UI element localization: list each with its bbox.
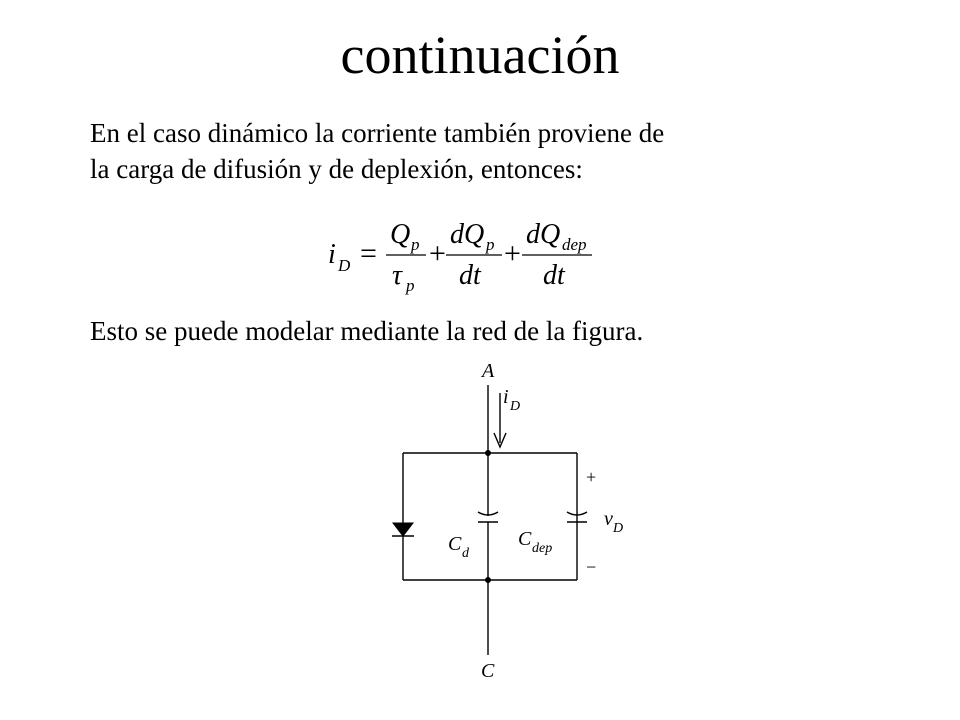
node-a-label: A xyxy=(480,360,495,382)
eq-t1-num-var: Q xyxy=(390,219,410,250)
paragraph-line-1: En el caso dinámico la corriente también… xyxy=(90,118,665,148)
slide-title: continuación xyxy=(340,25,620,85)
eq-plus-1: + xyxy=(429,237,446,270)
cap-cdep-label-var: C xyxy=(518,528,532,550)
eq-equals: = xyxy=(360,237,377,270)
intro-paragraph: En el caso dinámico la corriente también… xyxy=(90,115,850,187)
eq-t2-num-sub: p xyxy=(485,235,495,254)
eq-t3-den: dt xyxy=(543,260,566,291)
equivalent-circuit: A C i D C d C dep v D + − xyxy=(391,360,623,682)
top-node-dot xyxy=(485,450,491,456)
eq-lhs-var: i xyxy=(328,239,336,270)
capacitor-cdep-icon xyxy=(566,511,588,523)
current-label-sub: D xyxy=(509,399,520,414)
paragraph-line-2: la carga de difusión y de deplexión, ent… xyxy=(90,154,583,184)
model-paragraph: Esto se puede modelar mediante la red de… xyxy=(90,316,644,346)
current-label-var: i xyxy=(503,386,509,408)
plus-sign-label: + xyxy=(586,467,596,487)
bottom-node-dot xyxy=(485,577,491,583)
eq-t3-num-sub: dep xyxy=(562,235,587,254)
cap-cdep-label-sub: dep xyxy=(532,541,552,556)
eq-t2-den: dt xyxy=(459,260,482,291)
current-equation: i D = Q p τ p + dQ p dt + dQ dep dt xyxy=(328,219,592,295)
current-arrow-head xyxy=(493,432,507,449)
voltage-label-var: v xyxy=(604,508,613,530)
voltage-label-sub: D xyxy=(612,521,623,536)
cap-cd-label-var: C xyxy=(448,533,462,555)
diode-icon xyxy=(391,522,415,537)
eq-lhs-sub: D xyxy=(337,256,351,275)
capacitor-cd-icon xyxy=(477,511,499,523)
eq-t3-num-var: dQ xyxy=(526,219,560,250)
eq-plus-2: + xyxy=(504,237,521,270)
eq-t1-num-sub: p xyxy=(410,235,420,254)
eq-t2-num-var: dQ xyxy=(450,219,484,250)
cap-cd-label-sub: d xyxy=(462,546,470,561)
minus-sign-label: − xyxy=(586,557,596,577)
eq-t1-den-sub: p xyxy=(405,276,415,295)
node-c-label: C xyxy=(481,660,495,682)
eq-t1-den-var: τ xyxy=(392,260,403,291)
